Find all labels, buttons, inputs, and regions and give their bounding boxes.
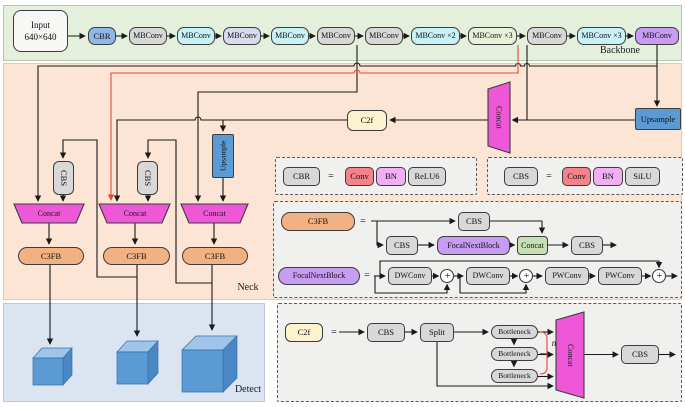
relu6-chip: ReLU6: [408, 167, 446, 186]
c2f-bottleneck-3: Bottleneck: [491, 369, 538, 383]
input-block: Input 640×640: [13, 10, 68, 52]
c2f-cbs-in: CBS: [367, 323, 405, 342]
add-node: +: [656, 270, 663, 282]
repeat-count-n: n: [551, 337, 557, 348]
legend-cbr-chip: CBR: [283, 167, 320, 186]
c3fb-cbs-out: CBS: [571, 236, 603, 255]
c3fb-col3-block: C3FB: [182, 247, 248, 265]
add-node: +: [444, 270, 451, 282]
upsample-mid-block: Upsample: [212, 134, 234, 178]
cbr-block: CBR: [88, 27, 116, 45]
fnb-pwconv-1: PWConv: [545, 267, 589, 285]
legend-focalnextblock-chip: FocalNextBlock: [278, 267, 360, 285]
bn-chip: BN: [376, 167, 406, 186]
fnb-pwconv-2: PWConv: [598, 267, 642, 285]
equals-sign: =: [360, 215, 366, 227]
c3fb-col1-block: C3FB: [18, 247, 84, 265]
cbs-col2-block: CBS: [137, 161, 158, 195]
concat-col1-label: Concat: [37, 208, 61, 218]
mbconv-block-8: MBConv: [635, 27, 679, 45]
mbconv-x2-block: MBConv ×2: [411, 27, 460, 45]
detect-label: Detect: [234, 384, 262, 395]
conv-chip: Conv: [345, 167, 374, 186]
c2f-concat-label: Concat: [566, 343, 575, 367]
concat-col2-label: Concat: [123, 208, 147, 218]
fnb-dwconv-2: DWConv: [466, 267, 510, 285]
mbconv-block-1: MBConv: [129, 27, 167, 45]
input-size: 640×640: [24, 31, 57, 42]
concat-col3-label: Concat: [203, 208, 226, 218]
c2f-block: C2f: [347, 110, 387, 131]
equals-sign: =: [328, 170, 334, 182]
c3fb-focalnextblock: FocalNextBlock: [437, 236, 510, 255]
fnb-dwconv-1: DWConv: [388, 267, 432, 285]
c3fb-col2-block: C3FB: [103, 247, 170, 265]
mbconv-block-2: MBConv: [177, 27, 215, 45]
mbconv-block-6: MBConv: [365, 27, 403, 45]
bn-chip: BN: [593, 167, 623, 186]
conv-chip: Conv: [562, 167, 591, 186]
c2f-cbs-out: CBS: [621, 345, 659, 364]
mbconv-x3-block-2: MBConv ×3: [577, 27, 626, 45]
c2f-bottleneck-2: Bottleneck: [491, 347, 538, 361]
concat-right-label: Concat: [494, 105, 504, 129]
mbconv-block-3: MBConv: [223, 27, 261, 45]
mbconv-block-4: MBConv: [271, 27, 309, 45]
c2f-bottleneck-1: Bottleneck: [491, 325, 538, 339]
equals-sign: =: [364, 270, 370, 281]
upsample-right-block: Upsample: [635, 108, 681, 130]
add-node: +: [523, 270, 530, 282]
cbs-col1-block: CBS: [53, 161, 74, 195]
mbconv-x3-block-1: MBConv ×3: [468, 27, 517, 45]
silu-chip: SiLU: [625, 167, 660, 186]
equals-sign: =: [546, 170, 552, 182]
c3fb-concat: Concat: [517, 236, 548, 255]
mbconv-block-7: MBConv: [527, 27, 567, 45]
neck-label: Neck: [237, 282, 259, 293]
input-label: Input: [31, 19, 50, 30]
backbone-label: Backbone: [600, 45, 640, 56]
legend-c3fb-chip: C3FB: [281, 212, 355, 231]
c3fb-cbs-left: CBS: [386, 236, 418, 255]
legend-c2f-chip: C2f: [285, 323, 323, 342]
legend-cbs-chip: CBS: [504, 167, 538, 186]
mbconv-block-5: MBConv: [317, 27, 355, 45]
equals-sign: =: [331, 326, 337, 338]
c2f-split: Split: [420, 323, 454, 342]
c3fb-cbs-top: CBS: [458, 212, 490, 231]
